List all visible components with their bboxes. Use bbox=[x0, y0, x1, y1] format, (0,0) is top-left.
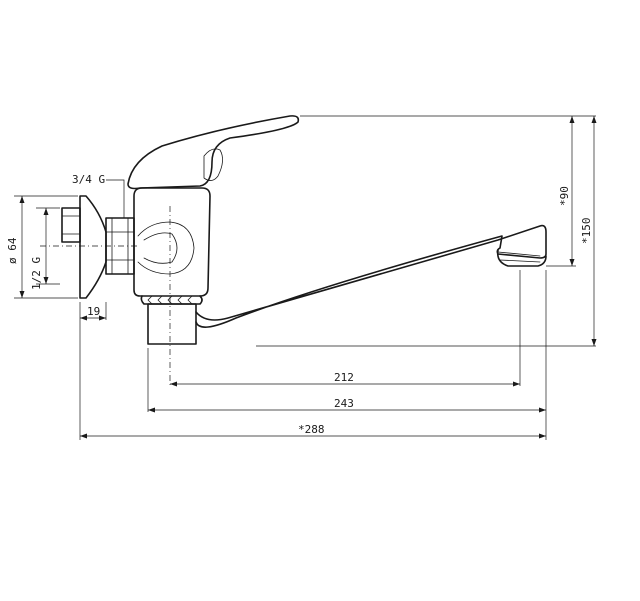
lever-handle bbox=[127, 115, 300, 190]
wall-flange bbox=[61, 195, 107, 299]
dimension-lines bbox=[19, 116, 597, 439]
swivel-ring bbox=[140, 295, 203, 345]
label-flange-width: 19 bbox=[87, 305, 100, 318]
center-lines bbox=[40, 206, 171, 388]
spout bbox=[195, 224, 547, 328]
label-reach-243: 243 bbox=[334, 397, 354, 410]
dimension-labels: 3/4 G ø 64 1/2 G 19 *90 *150 212 243 *28… bbox=[6, 173, 593, 436]
label-flange-diameter: ø 64 bbox=[6, 237, 19, 264]
label-thread-outlet: 1/2 G bbox=[30, 257, 43, 290]
label-reach-212: 212 bbox=[334, 371, 354, 384]
label-height-total: *150 bbox=[580, 218, 593, 245]
extension-lines bbox=[14, 115, 596, 440]
label-height-spout: *90 bbox=[558, 186, 571, 206]
label-length-total: *288 bbox=[298, 423, 325, 436]
label-thread-inlet: 3/4 G bbox=[72, 173, 105, 186]
mixer-body bbox=[133, 187, 211, 297]
